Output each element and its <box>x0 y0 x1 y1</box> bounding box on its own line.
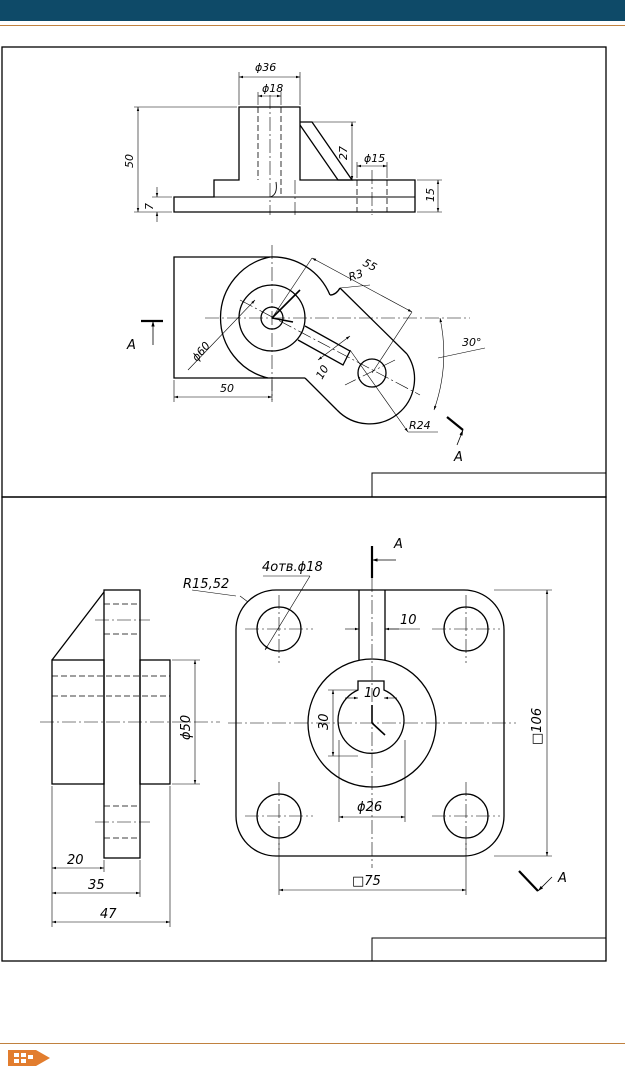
dim-l35: 35 <box>88 878 105 893</box>
section-label-bottom: A <box>557 871 567 886</box>
dim-r55: 55 <box>361 256 379 274</box>
dim-r24: R24 <box>409 419 431 432</box>
dim-h50: 50 <box>123 154 136 168</box>
dim-w10-keyway: 10 <box>364 686 381 701</box>
header-bar <box>0 0 625 21</box>
dim-h15: 15 <box>424 188 437 202</box>
dim-d15: ϕ15 <box>364 152 385 165</box>
dim-holes: 4отв.ϕ18 <box>262 560 323 575</box>
part1-front-view <box>134 72 442 222</box>
dim-h7: 7 <box>143 203 156 210</box>
dim-sq75: □75 <box>352 874 381 889</box>
footer-logo <box>8 1050 50 1066</box>
dim-d18: ϕ18 <box>262 82 283 95</box>
part2-front-view <box>191 546 553 895</box>
dim-d50: ϕ50 <box>179 715 194 740</box>
dim-w10-top: 10 <box>400 613 417 628</box>
footer-rule <box>0 1043 625 1044</box>
dim-h30: 30 <box>317 713 332 730</box>
dim-d36: ϕ36 <box>255 61 276 74</box>
section-label-left: A <box>126 338 136 353</box>
dim-a30: 30° <box>462 336 482 349</box>
part2-side-view <box>40 589 220 927</box>
drawing-frame-2 <box>1 496 607 962</box>
dim-r1552: R15,52 <box>183 577 229 592</box>
dim-l47: 47 <box>100 907 117 922</box>
dim-r3: R3 <box>347 267 365 284</box>
dim-h27: 27 <box>337 146 350 160</box>
dim-d60: ϕ60 <box>189 339 213 364</box>
dim-w10: 10 <box>313 363 331 382</box>
part1-top-view <box>141 245 486 446</box>
dim-l20: 20 <box>67 853 84 868</box>
header-rule <box>0 25 625 26</box>
dim-sq106: □106 <box>530 708 545 745</box>
dim-d26: ϕ26 <box>357 800 382 815</box>
section-label-right: A <box>453 450 463 465</box>
drawing-frame-1 <box>1 46 607 498</box>
section-label-top: A <box>393 537 403 552</box>
dim-w50: 50 <box>220 382 234 395</box>
